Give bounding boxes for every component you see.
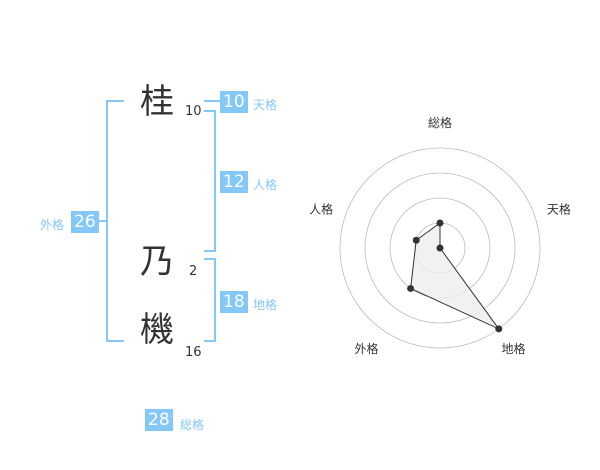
radar-point-2 bbox=[436, 244, 444, 252]
tenkaku-bracket bbox=[204, 100, 220, 102]
stroke-count-3: 16 bbox=[185, 345, 202, 360]
name-char-2: 乃 bbox=[140, 242, 174, 282]
radar-axis-label-4: 外格 bbox=[355, 341, 379, 356]
jinkaku-value: 12 bbox=[220, 171, 248, 193]
radar-ring-4 bbox=[339, 147, 541, 349]
jinkaku-label: 人格 bbox=[253, 178, 278, 192]
name-char-1: 桂 bbox=[140, 82, 174, 122]
radar-polygon bbox=[410, 222, 501, 331]
radar-point-5 bbox=[412, 236, 420, 244]
radar-ring-3 bbox=[364, 172, 516, 324]
soukaku-label: 総格 bbox=[180, 418, 205, 432]
radar-axis-label-3: 地格 bbox=[501, 341, 525, 356]
jinkaku-bracket bbox=[204, 110, 216, 252]
radar-axis-label-5: 人格 bbox=[309, 201, 333, 216]
chikaku-value: 18 bbox=[220, 291, 248, 313]
radar-axis-label-1: 総格 bbox=[428, 115, 452, 130]
soukaku-value: 28 bbox=[145, 409, 173, 431]
radar-point-3 bbox=[495, 325, 503, 333]
radar-point-4 bbox=[407, 284, 415, 292]
chikaku-bracket bbox=[204, 258, 216, 342]
chikaku-label: 地格 bbox=[253, 298, 278, 312]
stroke-count-2: 2 bbox=[189, 264, 198, 279]
gaikaku-value: 26 bbox=[71, 211, 99, 233]
radar-point-1 bbox=[436, 219, 444, 227]
name-char-3: 機 bbox=[140, 310, 174, 350]
radar-axis-label-2: 天格 bbox=[547, 201, 571, 216]
gaikaku-bracket-tick bbox=[98, 220, 106, 222]
tenkaku-label: 天格 bbox=[253, 98, 278, 112]
stroke-count-1: 10 bbox=[185, 104, 202, 119]
gaikaku-label: 外格 bbox=[40, 218, 65, 232]
gaikaku-bracket bbox=[106, 100, 124, 342]
tenkaku-value: 10 bbox=[220, 91, 248, 113]
